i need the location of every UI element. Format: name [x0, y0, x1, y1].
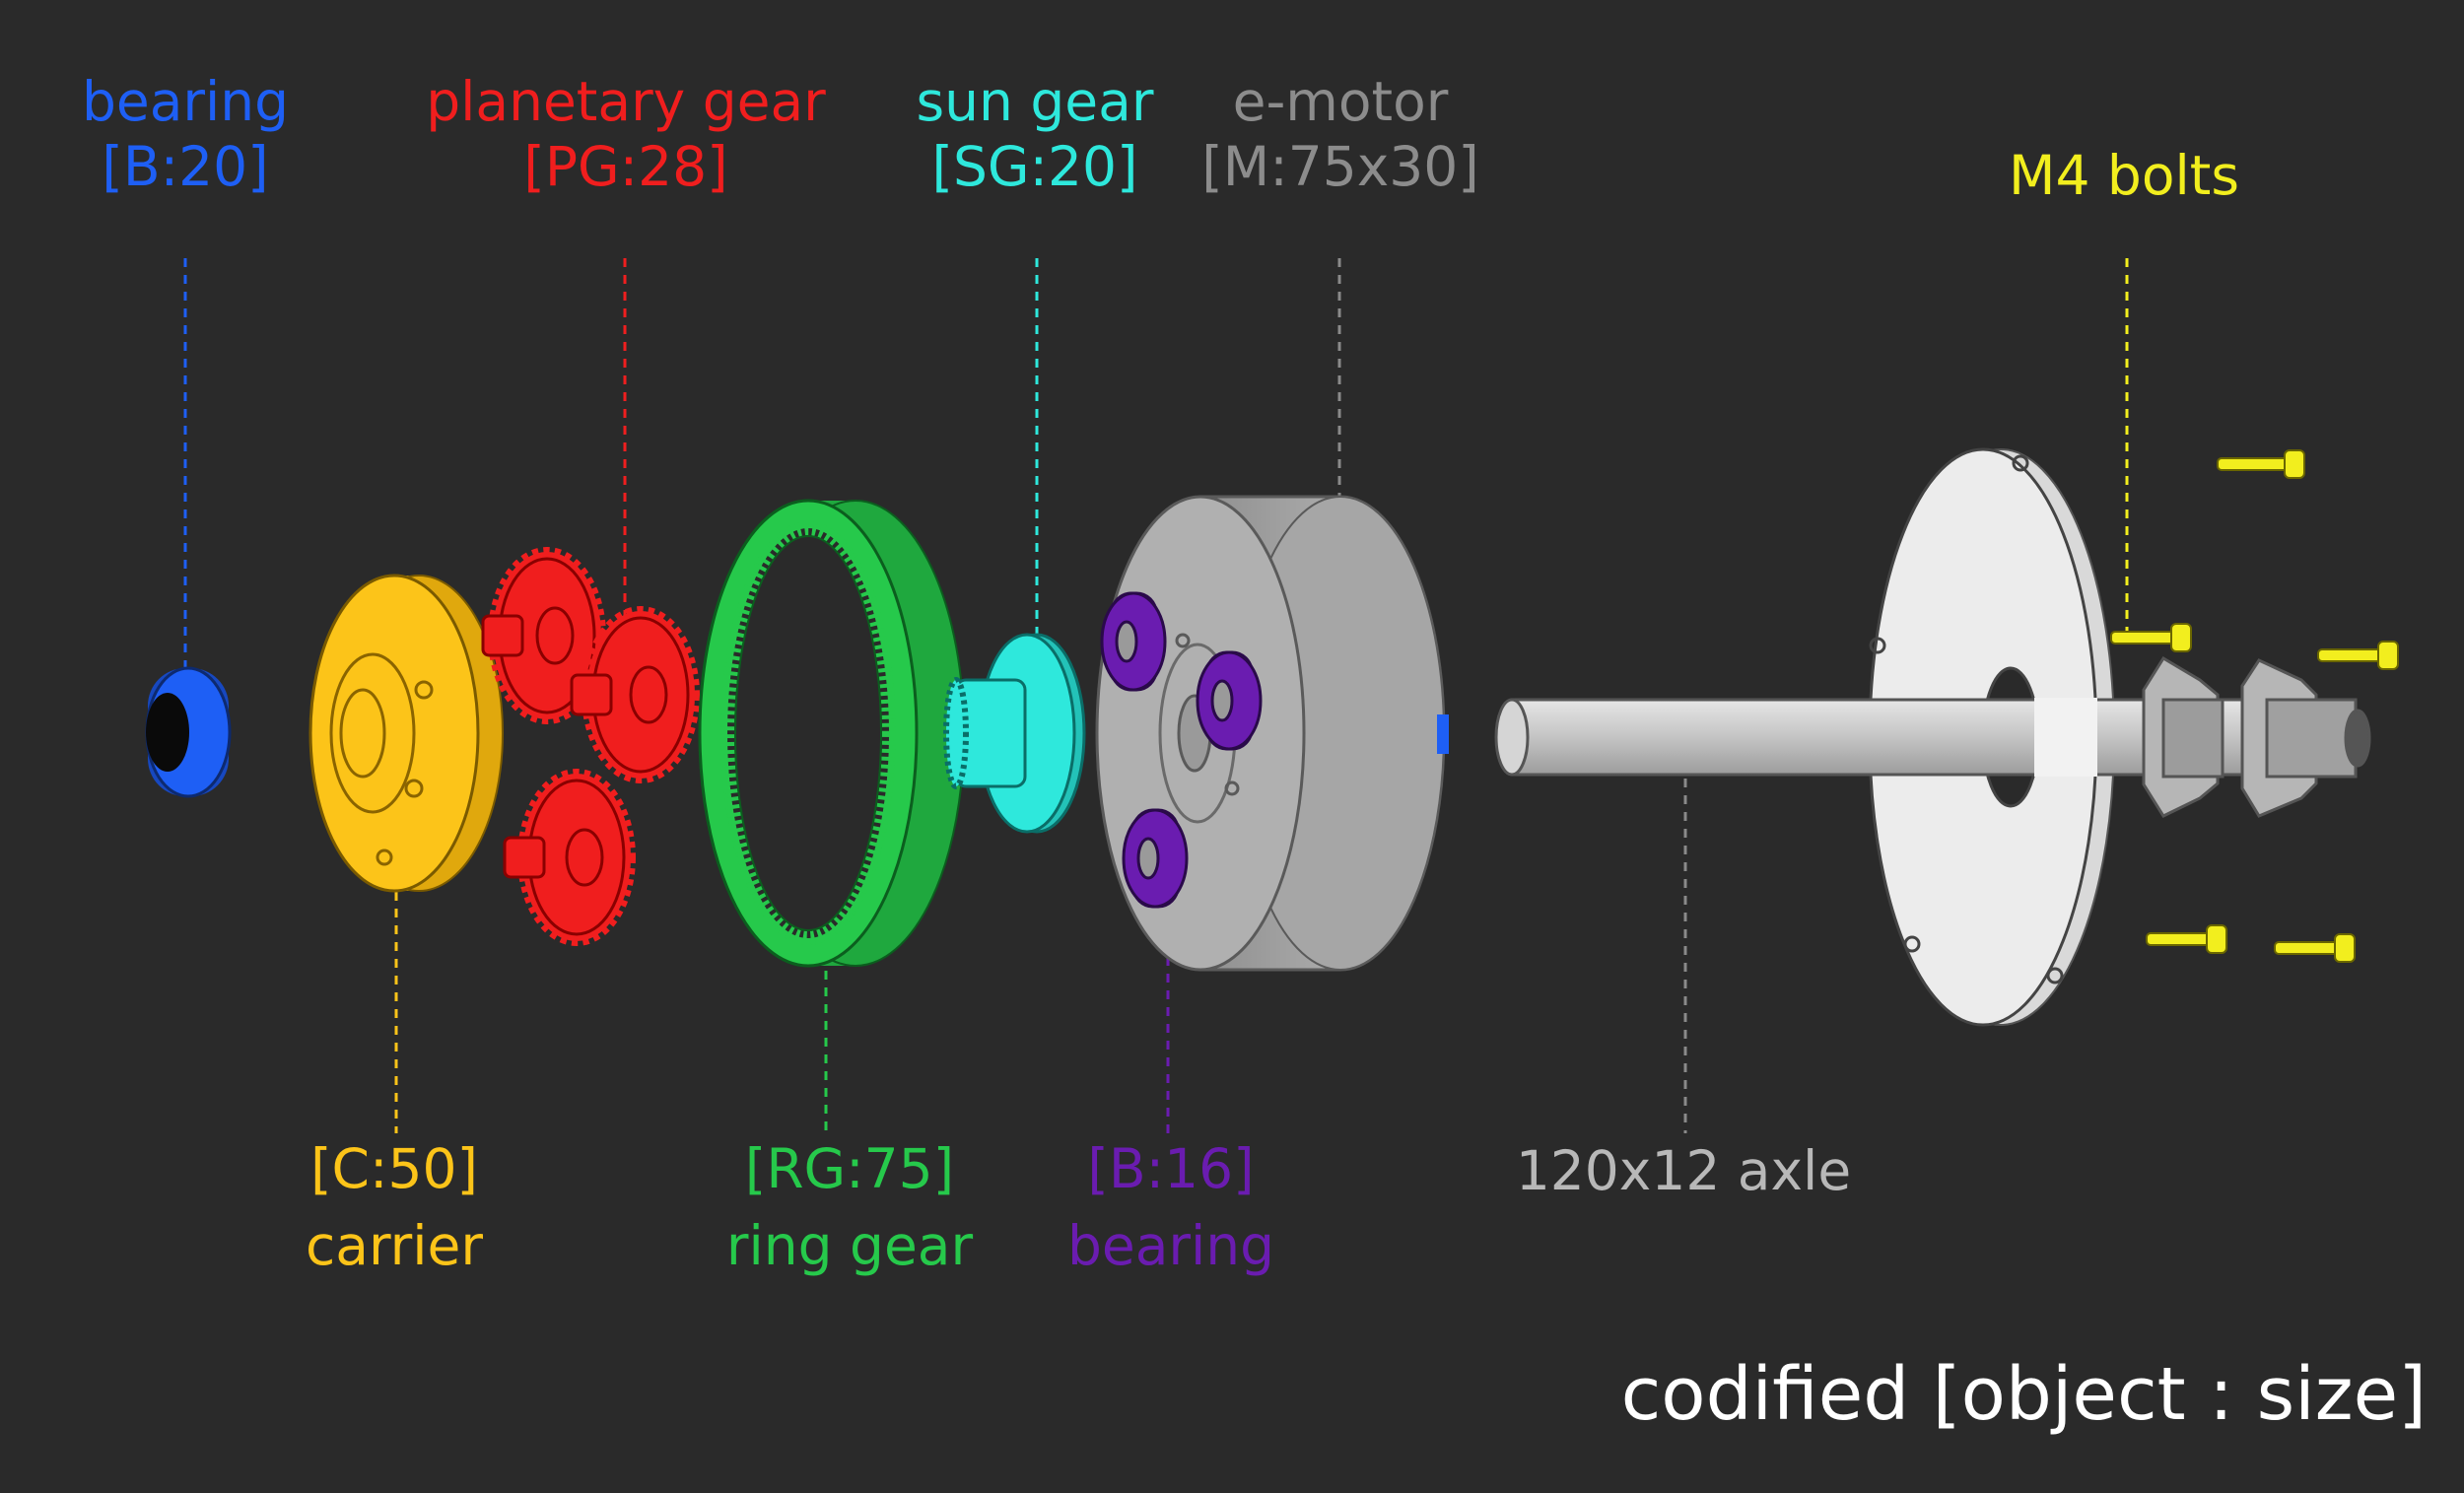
- label-e-motor: e-motor [M:75x30]: [1114, 69, 1567, 199]
- bolt-5: [2274, 933, 2356, 963]
- label-bearing-rear-code: [B:16]: [1087, 1137, 1255, 1200]
- label-carrier: [C:50] carrier: [168, 1136, 621, 1278]
- label-ring-gear-name: ring gear: [725, 1214, 974, 1277]
- shaft-collars-shape: [2142, 655, 2371, 818]
- ring-gear-shape: [698, 499, 965, 968]
- planetary-gears-shape: [481, 547, 700, 946]
- label-planetary-gear: planetary gear [PG:28]: [399, 69, 853, 199]
- planetary-gear-bottom: [503, 769, 636, 946]
- label-bearing-front-name: bearing: [81, 70, 290, 133]
- label-e-motor-name: e-motor: [1232, 70, 1449, 133]
- label-sun-gear-name: sun gear: [916, 70, 1154, 133]
- m4-bolts-shape: [2110, 449, 2399, 963]
- label-carrier-name: carrier: [306, 1214, 483, 1277]
- bearing-front-shape: [145, 666, 232, 798]
- label-ring-gear: [RG:75] ring gear: [623, 1136, 1076, 1278]
- label-axle-name: 120x12 axle: [1515, 1139, 1852, 1202]
- bolt-3: [2317, 641, 2399, 670]
- label-bearing-rear: [B:16] bearing: [944, 1136, 1398, 1278]
- label-bearing-front: bearing [B:20]: [0, 69, 412, 199]
- bolt-4: [2146, 924, 2227, 954]
- bolt-1: [2217, 449, 2305, 479]
- rear-bearings-shape: [1100, 591, 1263, 909]
- carrier-shape: [308, 574, 504, 893]
- label-e-motor-code: [M:75x30]: [1201, 135, 1479, 198]
- label-axle: 120x12 axle: [1457, 1138, 1910, 1203]
- label-planetary-gear-name: planetary gear: [426, 70, 826, 133]
- label-planetary-gear-code: [PG:28]: [523, 135, 728, 198]
- label-bearing-rear-name: bearing: [1066, 1214, 1275, 1277]
- label-sun-gear-code: [SG:20]: [931, 135, 1138, 198]
- label-bearing-front-code: [B:20]: [102, 135, 269, 198]
- label-carrier-code: [C:50]: [310, 1137, 478, 1200]
- label-m4-bolts-name: M4 bolts: [2009, 144, 2239, 207]
- rear-bearing-middle: [1196, 650, 1263, 751]
- rear-bearing-top: [1100, 591, 1167, 692]
- rear-bearing-bottom: [1122, 808, 1189, 909]
- planetary-gear-middle: [570, 606, 700, 783]
- caption: codified [object : size]: [1620, 1352, 2427, 1437]
- sun-gear-shape: [943, 633, 1086, 834]
- bolt-2: [2110, 623, 2192, 652]
- label-m4-bolts: M4 bolts: [1897, 143, 2351, 208]
- label-sun-gear: sun gear [SG:20]: [808, 69, 1262, 199]
- label-ring-gear-code: [RG:75]: [744, 1137, 955, 1200]
